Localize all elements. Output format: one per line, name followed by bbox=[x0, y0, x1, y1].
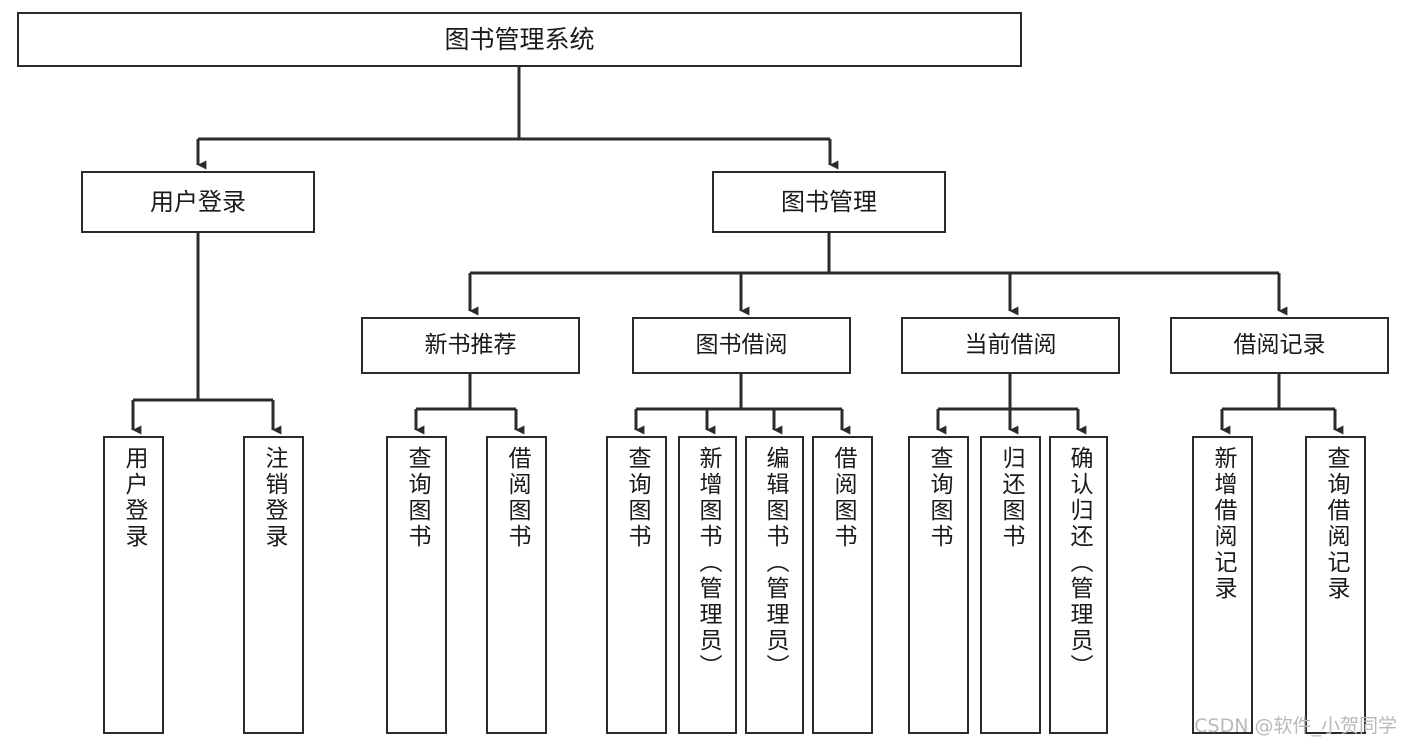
node-label: 查询借阅记录 bbox=[1323, 446, 1349, 602]
node-label: 查询图书 bbox=[404, 446, 430, 550]
edge-root-to-level2 bbox=[196, 67, 839, 170]
node-label: 新书推荐 bbox=[424, 331, 517, 358]
node-label: 当前借阅 bbox=[964, 331, 1057, 358]
node-label: 图书借阅 bbox=[695, 331, 788, 358]
node-label: 注销登录 bbox=[261, 446, 287, 550]
node-leaf-return-book[interactable]: 归还图书 bbox=[980, 436, 1041, 734]
node-leaf-edit-book-admin[interactable]: 编辑图书（管理员） bbox=[745, 436, 804, 734]
node-label: 借阅记录 bbox=[1233, 331, 1326, 358]
node-label: 新增借阅记录 bbox=[1210, 446, 1236, 602]
node-leaf-add-book-admin[interactable]: 新增图书（管理员） bbox=[678, 436, 737, 734]
node-label: 确认归还（管理员） bbox=[1066, 446, 1092, 680]
node-label: 新增图书（管理员） bbox=[695, 446, 721, 680]
node-leaf-add-borrow-record[interactable]: 新增借阅记录 bbox=[1192, 436, 1253, 734]
node-leaf-confirm-return-admin[interactable]: 确认归还（管理员） bbox=[1049, 436, 1108, 734]
node-label: 图书管理系统 bbox=[444, 24, 595, 54]
node-label: 借阅图书 bbox=[830, 446, 856, 550]
edge-book-management-to-level3 bbox=[468, 233, 1288, 316]
edge-current-borrow-to-leaves bbox=[936, 374, 1087, 435]
node-leaf-user-login[interactable]: 用户登录 bbox=[103, 436, 164, 734]
node-book-management[interactable]: 图书管理 bbox=[712, 171, 946, 233]
node-label: 用户登录 bbox=[150, 187, 246, 216]
node-borrow-record[interactable]: 借阅记录 bbox=[1170, 317, 1389, 374]
node-label: 图书管理 bbox=[781, 187, 877, 216]
node-leaf-query-borrow-record[interactable]: 查询借阅记录 bbox=[1305, 436, 1366, 734]
node-leaf-user-logout[interactable]: 注销登录 bbox=[243, 436, 304, 734]
node-current-borrow[interactable]: 当前借阅 bbox=[901, 317, 1120, 374]
node-label: 用户登录 bbox=[121, 446, 147, 550]
node-root-system[interactable]: 图书管理系统 bbox=[17, 12, 1022, 67]
node-leaf-borrow-book[interactable]: 借阅图书 bbox=[812, 436, 873, 734]
node-book-borrow[interactable]: 图书借阅 bbox=[632, 317, 851, 374]
node-leaf-query-book-recommend[interactable]: 查询图书 bbox=[386, 436, 447, 734]
edge-new-book-recommend-to-leaves bbox=[414, 374, 525, 435]
edge-user-login-to-leaves bbox=[131, 233, 282, 435]
node-new-book-recommend[interactable]: 新书推荐 bbox=[361, 317, 580, 374]
node-user-login[interactable]: 用户登录 bbox=[81, 171, 315, 233]
node-label: 查询图书 bbox=[926, 446, 952, 550]
node-leaf-borrow-book-recommend[interactable]: 借阅图书 bbox=[486, 436, 547, 734]
edge-book-borrow-to-leaves bbox=[634, 374, 851, 435]
node-label: 归还图书 bbox=[998, 446, 1024, 550]
node-leaf-query-book-borrow[interactable]: 查询图书 bbox=[606, 436, 667, 734]
edge-borrow-record-to-leaves bbox=[1220, 374, 1344, 435]
node-label: 借阅图书 bbox=[504, 446, 530, 550]
node-label: 编辑图书（管理员） bbox=[762, 446, 788, 680]
node-label: 查询图书 bbox=[624, 446, 650, 550]
node-leaf-query-book-current[interactable]: 查询图书 bbox=[908, 436, 969, 734]
